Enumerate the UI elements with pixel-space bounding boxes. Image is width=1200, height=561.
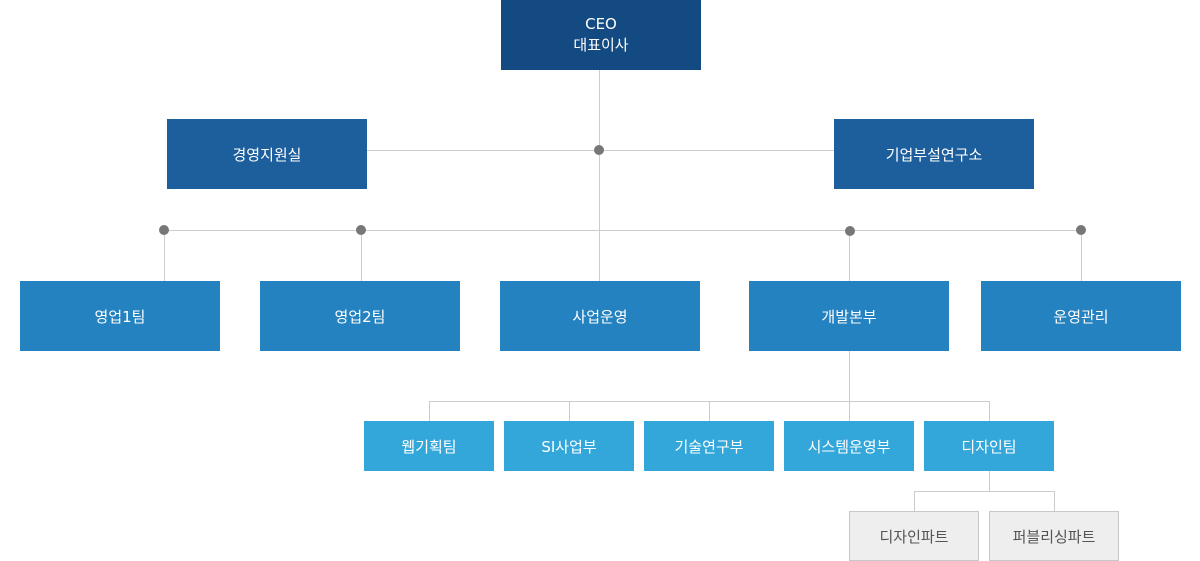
web-planning-team-box: 웹기획팀 xyxy=(364,421,494,471)
junction-dot-sales2 xyxy=(356,225,366,235)
web-planning-team-label: 웹기획팀 xyxy=(401,437,457,456)
publishing-part-box: 퍼블리싱파트 xyxy=(989,511,1119,561)
publishing-part-label: 퍼블리싱파트 xyxy=(1012,527,1096,546)
junction-dot-development xyxy=(845,226,855,236)
business-ops-box: 사업운영 xyxy=(500,281,700,351)
ceo-title: CEO xyxy=(585,15,617,33)
si-business-box: SI사업부 xyxy=(504,421,634,471)
research-institute-box: 기업부설연구소 xyxy=(834,119,1034,189)
system-ops-label: 시스템운영부 xyxy=(807,437,891,456)
si-business-label: SI사업부 xyxy=(541,437,597,456)
sales-team-1-label: 영업1팀 xyxy=(94,307,146,326)
management-support-label: 경영지원실 xyxy=(232,145,302,164)
development-division-label: 개발본부 xyxy=(821,307,877,326)
ceo-box: CEO 대표이사 xyxy=(501,0,701,70)
system-ops-box: 시스템운영부 xyxy=(784,421,914,471)
ceo-subtitle: 대표이사 xyxy=(573,36,629,54)
sales-team-2-label: 영업2팀 xyxy=(334,307,386,326)
junction-dot-operations xyxy=(1076,225,1086,235)
tech-research-box: 기술연구부 xyxy=(644,421,774,471)
research-institute-label: 기업부설연구소 xyxy=(885,145,983,164)
junction-dot-sales1 xyxy=(159,225,169,235)
tech-research-label: 기술연구부 xyxy=(674,437,744,456)
design-team-label: 디자인팀 xyxy=(961,437,1017,456)
business-ops-label: 사업운영 xyxy=(572,307,628,326)
design-part-box: 디자인파트 xyxy=(849,511,979,561)
development-division-box: 개발본부 xyxy=(749,281,949,351)
design-team-box: 디자인팀 xyxy=(924,421,1054,471)
junction-dot-staff xyxy=(594,145,604,155)
operations-management-box: 운영관리 xyxy=(981,281,1181,351)
management-support-box: 경영지원실 xyxy=(167,119,367,189)
sales-team-1-box: 영업1팀 xyxy=(20,281,220,351)
sales-team-2-box: 영업2팀 xyxy=(260,281,460,351)
design-part-label: 디자인파트 xyxy=(879,527,949,546)
operations-management-label: 운영관리 xyxy=(1053,307,1109,326)
